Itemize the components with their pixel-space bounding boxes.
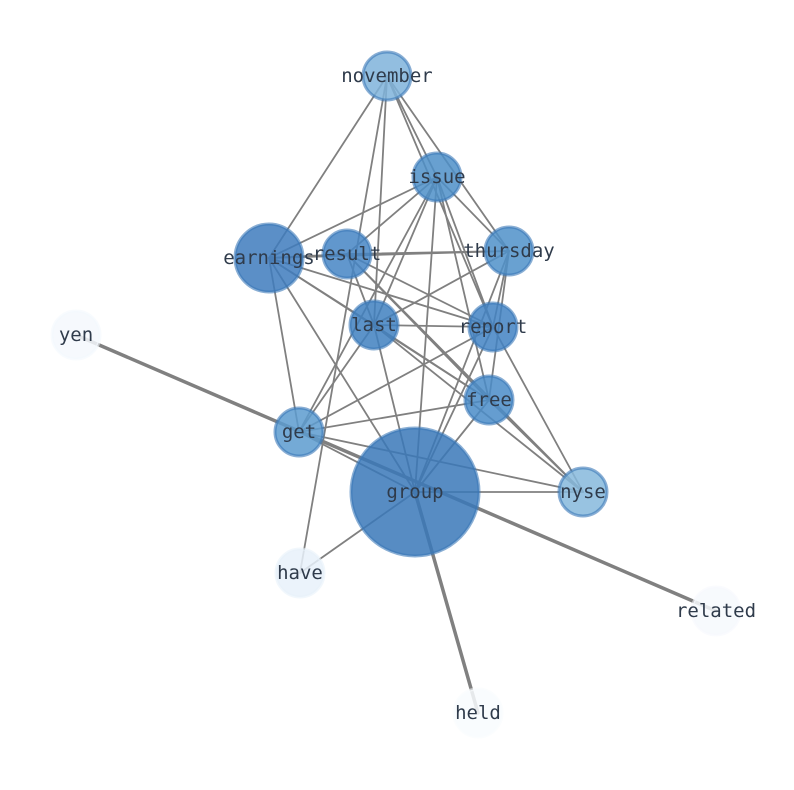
edge-free-get [298, 399, 490, 433]
node-label-report: report [459, 316, 528, 338]
node-thursday[interactable] [483, 225, 535, 277]
node-free[interactable] [463, 374, 515, 426]
edge-earnings-report [268, 257, 494, 328]
node-last[interactable] [348, 299, 400, 351]
node-report[interactable] [467, 301, 519, 353]
node-label-held: held [455, 702, 501, 724]
node-label-last: last [351, 314, 397, 336]
node-label-november: november [341, 65, 433, 87]
node-label-nyse: nyse [560, 481, 606, 503]
node-label-earnings: earnings [223, 247, 315, 269]
edge-report-get [298, 326, 494, 433]
node-nyse[interactable] [557, 466, 609, 518]
node-label-get: get [282, 421, 316, 443]
node-related[interactable] [690, 585, 742, 637]
edge-issue-last [373, 176, 438, 326]
node-label-result: result [313, 243, 382, 265]
edge-report-nyse [492, 326, 584, 493]
node-label-yen: yen [59, 324, 93, 346]
node-november[interactable] [361, 50, 413, 102]
edge-november-earnings [268, 75, 388, 259]
node-result[interactable] [321, 228, 373, 280]
node-held[interactable] [452, 687, 504, 739]
node-label-issue: issue [408, 166, 465, 188]
node-issue[interactable] [411, 151, 463, 203]
node-label-free: free [466, 389, 512, 411]
edge-result-report [346, 253, 494, 328]
node-label-thursday: thursday [463, 240, 555, 262]
node-label-have: have [277, 562, 323, 584]
edge-result-thursday [346, 250, 510, 255]
edges-layer [74, 75, 718, 715]
node-earnings[interactable] [233, 222, 305, 294]
edge-thursday-last [373, 250, 510, 326]
edge-issue-free [436, 176, 490, 401]
edge-november-have [299, 75, 388, 574]
node-label-related: related [676, 600, 756, 622]
node-label-group: group [386, 481, 443, 503]
node-get[interactable] [273, 406, 325, 458]
nodes-layer [50, 50, 742, 739]
node-have[interactable] [274, 547, 326, 599]
node-group[interactable] [349, 426, 481, 558]
node-yen[interactable] [50, 309, 102, 361]
